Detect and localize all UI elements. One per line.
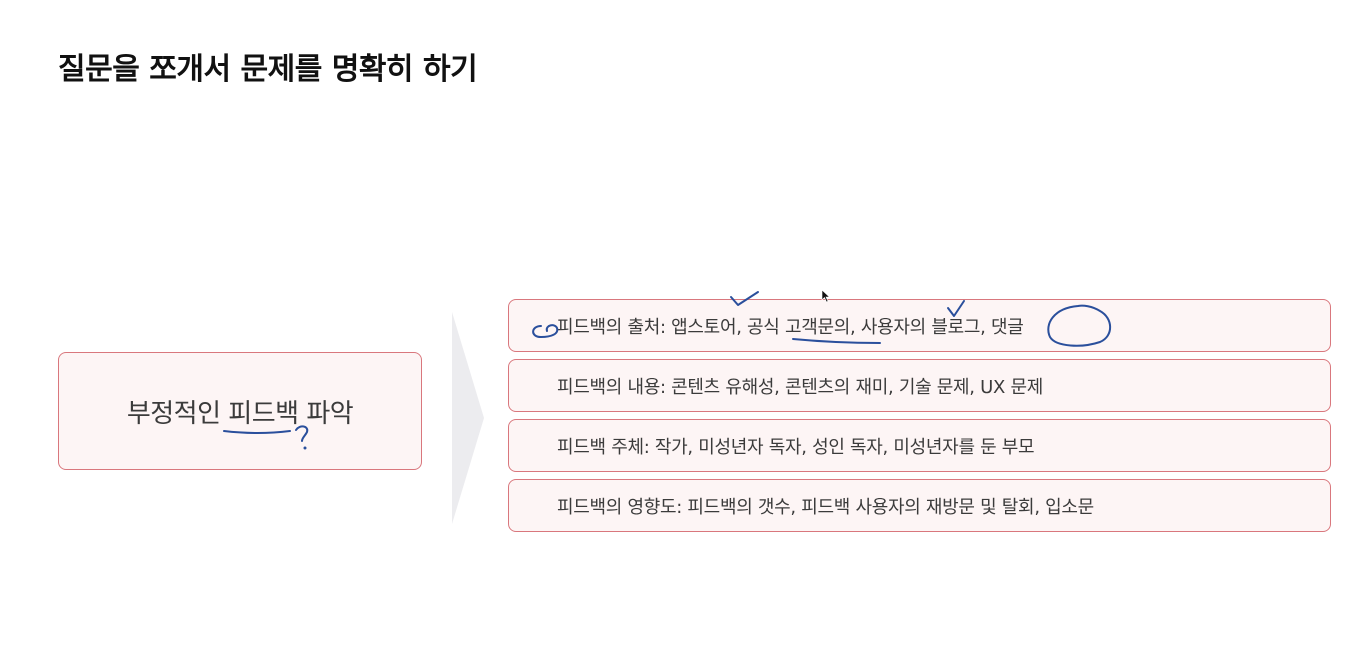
- feedback-item-subject: 피드백 주체: 작가, 미성년자 독자, 성인 독자, 미성년자를 둔 부모: [508, 419, 1331, 472]
- feedback-item-impact: 피드백의 영향도: 피드백의 갯수, 피드백 사용자의 재방문 및 탈회, 입소…: [508, 479, 1331, 532]
- main-topic-box: 부정적인 피드백 파악: [58, 352, 422, 470]
- mouse-pointer-icon: [821, 289, 831, 303]
- feedback-item-content: 피드백의 내용: 콘텐츠 유해성, 콘텐츠의 재미, 기술 문제, UX 문제: [508, 359, 1331, 412]
- feedback-item-source: 피드백의 출처: 앱스토어, 공식 고객문의, 사용자의 블로그, 댓글: [508, 299, 1331, 352]
- feedback-item-label: 피드백의 영향도: 피드백의 갯수, 피드백 사용자의 재방문 및 탈회, 입소…: [557, 496, 1094, 518]
- feedback-item-label: 피드백 주체: 작가, 미성년자 독자, 성인 독자, 미성년자를 둔 부모: [557, 436, 1035, 458]
- slide-title: 질문을 쪼개서 문제를 명확히 하기: [58, 52, 478, 87]
- chevron-arrow-shape: [452, 312, 484, 524]
- main-topic-label: 부정적인 피드백 파악: [126, 398, 354, 429]
- feedback-list: 피드백의 출처: 앱스토어, 공식 고객문의, 사용자의 블로그, 댓글 피드백…: [508, 299, 1331, 539]
- feedback-item-label: 피드백의 내용: 콘텐츠 유해성, 콘텐츠의 재미, 기술 문제, UX 문제: [557, 376, 1043, 398]
- feedback-item-label: 피드백의 출처: 앱스토어, 공식 고객문의, 사용자의 블로그, 댓글: [557, 316, 1024, 338]
